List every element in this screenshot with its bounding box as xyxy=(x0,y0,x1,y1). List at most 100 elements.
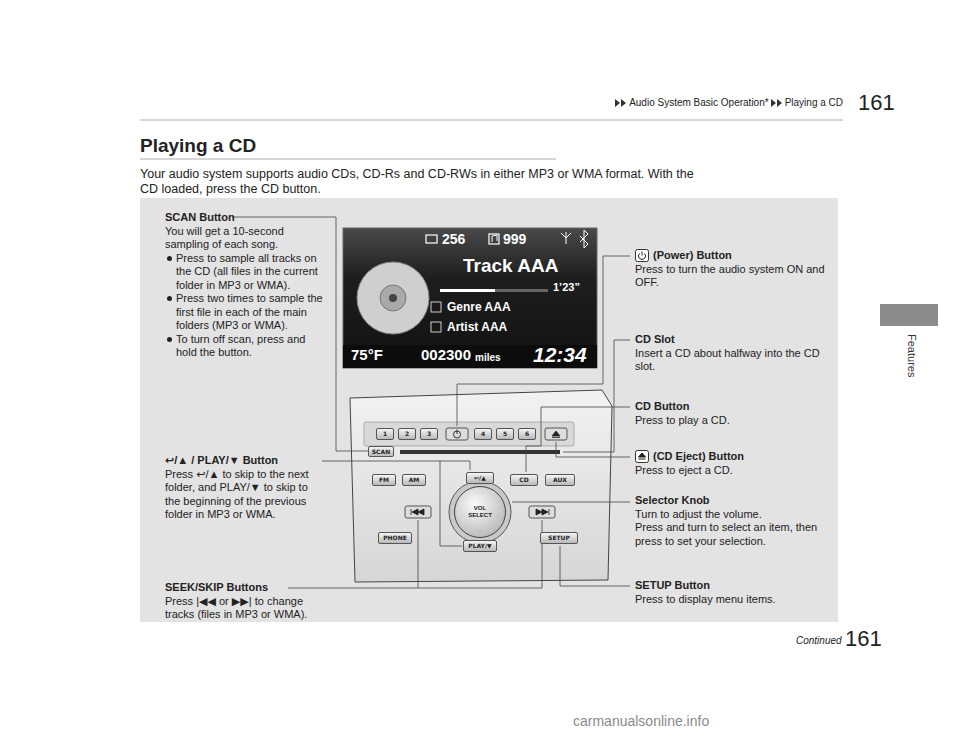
screen-text: Track AAA xyxy=(463,256,558,277)
callout-line: Press to play a CD. xyxy=(635,414,825,428)
callout-line: Press ↩/▲ to skip to the next folder, an… xyxy=(165,468,325,522)
scan-button: SCAN xyxy=(368,446,394,457)
preset-strip xyxy=(364,422,574,446)
disc-hole xyxy=(389,294,397,302)
power-symbol xyxy=(639,252,646,260)
preset-button: 4 xyxy=(474,428,492,440)
screen-text: 002300 xyxy=(421,347,471,364)
callout-line: CD Slot xyxy=(635,333,830,347)
callout-text: Press to sample all tracks on the CD (al… xyxy=(176,252,318,291)
button-label: 5 xyxy=(503,431,507,437)
power-button xyxy=(446,428,468,440)
callout-text: Press to play a CD. xyxy=(635,414,730,426)
page-number: 161 xyxy=(845,626,882,651)
callout-group: Continued xyxy=(796,634,842,648)
knob-ring xyxy=(449,481,511,543)
breadcrumb-arrow xyxy=(615,99,626,107)
breadcrumb-arrow xyxy=(771,99,782,107)
screen-text: Genre AAA xyxy=(447,301,511,314)
callout-line: Press to eject a CD. xyxy=(635,464,825,478)
callout-line: You will get a 10-second sampling of eac… xyxy=(165,225,323,252)
callout-group: Your audio system supports audio CDs, CD… xyxy=(140,167,715,197)
button-label: AUX xyxy=(553,477,567,483)
callout-group: 161 xyxy=(845,627,882,651)
callout-line: carmanualsonline.info xyxy=(573,715,709,729)
bluetooth-icon xyxy=(580,230,588,248)
eject-button xyxy=(545,428,567,440)
callout-text: Press two times to sample the first file… xyxy=(176,292,323,331)
selector-knob: VOL SELECT xyxy=(454,486,506,538)
button-label: SCAN xyxy=(372,449,390,455)
display-screen: 256999Track AAA1’23”Genre AAAArtist AAA7… xyxy=(343,228,597,368)
title-rule xyxy=(140,159,556,160)
button-label: CD xyxy=(519,477,528,483)
figure-panel xyxy=(140,198,838,622)
header-rule xyxy=(140,120,843,121)
power-icon xyxy=(635,249,649,262)
callout-heading: SEEK/SKIP Buttons xyxy=(165,581,268,593)
button-label: ↩/▲ xyxy=(474,475,486,481)
power-symbol xyxy=(457,430,458,435)
callout-line: Turn to adjust the volume. xyxy=(635,508,830,522)
callout-heading: Selector Knob xyxy=(635,494,710,506)
callout-line: SETUP Button xyxy=(635,579,825,593)
audio-unit xyxy=(350,390,612,582)
antenna-icon xyxy=(561,232,571,244)
screen-text: 12:34 xyxy=(533,343,587,366)
icon-frame xyxy=(636,250,649,262)
eject-icon xyxy=(635,450,649,463)
callout-line: (Power) Button xyxy=(635,249,825,263)
eject-symbol xyxy=(639,453,646,459)
callout-group: Features xyxy=(906,334,918,377)
callout-text: Playing a CD xyxy=(785,97,843,109)
callout-line: 161 xyxy=(845,627,882,651)
preset-button: 6 xyxy=(518,428,536,440)
button-label: 6 xyxy=(525,431,529,437)
screen-text: miles xyxy=(475,352,501,363)
screen-text: 75°F xyxy=(351,347,383,364)
callout-line: Press to turn the audio system ON and OF… xyxy=(635,263,825,290)
callout-line: Continued xyxy=(796,634,842,648)
artist-icon xyxy=(431,322,441,332)
page-number: 161 xyxy=(858,90,895,115)
callout-line: Press to display menu items. xyxy=(635,593,825,607)
disc-icon xyxy=(357,262,429,334)
arr-icon xyxy=(771,99,783,107)
cd-slot xyxy=(400,450,560,454)
leader-line xyxy=(512,502,630,503)
callout-heading: ↩/▲ / PLAY/▼ Button xyxy=(165,454,278,466)
leader-line xyxy=(526,407,630,472)
eject-symbol xyxy=(552,431,560,438)
callout-text: Press |◀◀ or ▶▶| to change tracks (files… xyxy=(165,595,307,621)
progress-track xyxy=(440,289,548,292)
leader-line xyxy=(322,461,470,470)
screen-text: 1’23” xyxy=(553,281,580,293)
leader-line xyxy=(560,546,630,586)
seek-back-symbol xyxy=(411,509,424,515)
callout-group: SEEK/SKIP ButtonsPress |◀◀ or ▶▶| to cha… xyxy=(165,581,335,622)
callout-heading: (Power) Button xyxy=(653,249,732,263)
intro-text: Your audio system supports audio CDs, CD… xyxy=(140,167,694,196)
setup-button: SETUP xyxy=(540,532,578,544)
aux-button: AUX xyxy=(545,474,575,486)
display-screen xyxy=(343,228,597,368)
callout-text: Audio System Basic Operation* xyxy=(629,97,769,109)
callout-group: CD ButtonPress to play a CD. xyxy=(635,400,825,427)
callout-group: Selector KnobTurn to adjust the volume.P… xyxy=(635,494,830,548)
watermark: carmanualsonline.info xyxy=(573,713,709,729)
button-label: 4 xyxy=(481,431,485,437)
continued-note: Continued xyxy=(796,635,842,646)
callout-group: CD SlotInsert a CD about halfway into th… xyxy=(635,333,830,374)
callout-group: ↩/▲ / PLAY/▼ ButtonPress ↩/▲ to skip to … xyxy=(165,454,325,522)
callout-group: SCAN ButtonYou will get a 10-second samp… xyxy=(165,211,323,360)
callout-line: SEEK/SKIP Buttons xyxy=(165,581,335,595)
bullet xyxy=(167,296,172,301)
leader-line xyxy=(457,256,630,426)
callout-line: Press |◀◀ or ▶▶| to change tracks (files… xyxy=(165,595,335,622)
seek-fwd-symbol xyxy=(536,509,549,515)
arr-icon xyxy=(615,99,627,107)
screen-text: Artist AAA xyxy=(447,321,507,334)
preset-button: 3 xyxy=(420,428,438,440)
callout-group: Audio System Basic Operation* Playing a C… xyxy=(615,97,843,109)
